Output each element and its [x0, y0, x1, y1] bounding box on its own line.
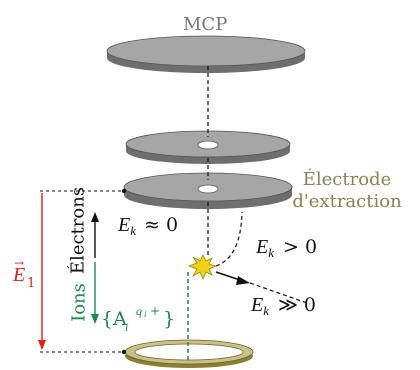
electrode-label-line2: d'extraction [292, 191, 402, 212]
electron-trajectory-curved [215, 211, 243, 267]
ion-species-sup: q [136, 304, 142, 318]
ion-species-open: {A [101, 308, 127, 330]
electrode-label: Électrode d'extraction [282, 169, 412, 213]
ions-label: Ions [68, 283, 90, 322]
ek-positive-subscript: k [268, 245, 274, 260]
extraction-electrode-plate [123, 172, 293, 209]
electrode-reference-dot [121, 188, 127, 194]
ek-positive-symbol: E [256, 236, 269, 258]
ring-reference-dot [121, 349, 127, 355]
ek-high-subscript: k [263, 303, 269, 318]
ek-positive-value: > 0 [283, 236, 318, 258]
field-label: → E 1 [9, 256, 39, 294]
ionisation-flash [187, 254, 218, 281]
field-arrow-head [38, 340, 46, 350]
ek-high-symbol: E [251, 294, 264, 316]
ek-positive-label: Ek > 0 [256, 236, 317, 262]
ek-zero-value: ≈ 0 [144, 214, 179, 236]
ek-high-label: Ek ≫ 0 [251, 294, 316, 320]
ion-species-close: } [163, 308, 176, 330]
ek-zero-subscript: k [130, 223, 136, 238]
ions-arrow-head [91, 314, 99, 324]
electrode-label-line1: Électrode [302, 169, 392, 190]
ek-high-value: ≫ 0 [278, 294, 317, 316]
ion-species-label: {A i q i + } [101, 304, 185, 334]
ek-zero-label: Ek ≈ 0 [118, 214, 178, 240]
field-vector-arrow: → [14, 256, 25, 270]
repeller-ring [124, 339, 254, 368]
ion-species-sub: i [125, 320, 129, 334]
mcp-label: MCP [183, 14, 228, 35]
middle-plate [125, 130, 291, 164]
electron-trajectory-fast-head [236, 276, 250, 285]
ion-species-sup-sub: i [144, 309, 147, 319]
field-subscript: 1 [27, 276, 36, 291]
mcp-plate [106, 35, 306, 73]
electrons-arrow-head [91, 212, 99, 222]
field-symbol: E [13, 264, 26, 286]
ion-species-sup-plus: + [150, 304, 161, 318]
ek-zero-symbol: E [118, 214, 131, 236]
electron-trajectory-dashed [249, 282, 311, 305]
